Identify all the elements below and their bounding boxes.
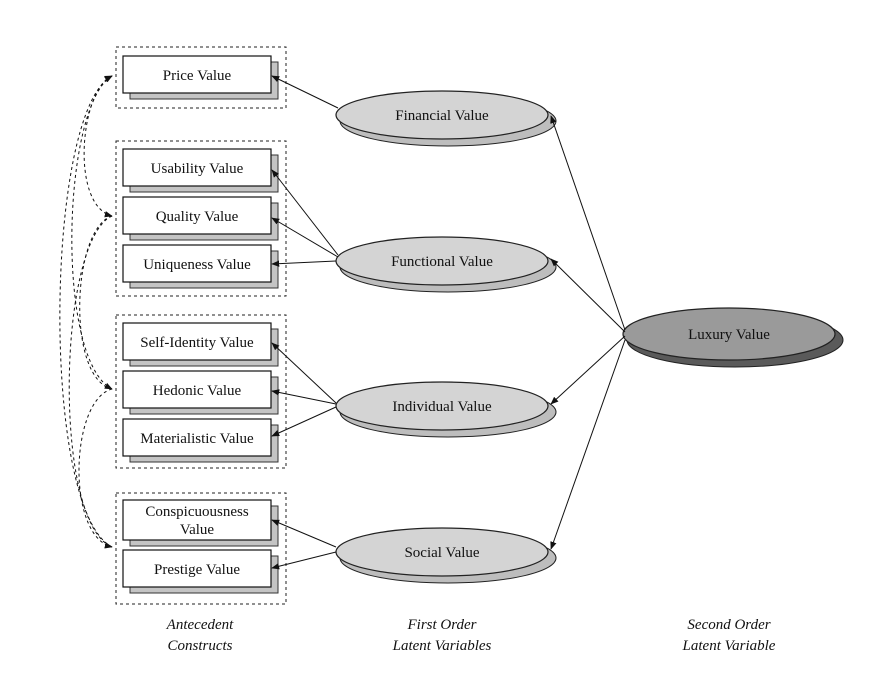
arrow-luxury-functional (550, 258, 626, 333)
construct-materialistic-label: Materialistic Value (140, 431, 254, 447)
caption-second-order-line2: Latent Variable (682, 638, 776, 654)
construct-prestige-label: Prestige Value (154, 562, 240, 578)
arrow-luxury-individual (550, 335, 626, 405)
arrow-individual-hedonic (271, 389, 337, 405)
construct-price: Price Value (122, 55, 279, 100)
arrow-functional-usability (271, 169, 339, 256)
corr-quality-social (68, 215, 113, 548)
latent-social: Social Value (335, 527, 557, 584)
latent-luxury-label: Luxury Value (688, 327, 770, 343)
latent-functional: Functional Value (335, 236, 557, 293)
group-frame-functional (115, 140, 287, 297)
group-frame-social (115, 492, 287, 605)
arrow-individual-self-identity (271, 342, 337, 404)
latent-financial: Financial Value (335, 90, 557, 147)
construct-conspicuousness-label-line1: Conspicuousness (145, 504, 249, 520)
corr-hedonic-social (78, 388, 113, 549)
arrow-social-prestige (271, 551, 337, 570)
caption-second-order-line1: Second Order (687, 617, 770, 633)
arrow-luxury-social (550, 339, 626, 550)
construct-hedonic-label: Hedonic Value (153, 383, 242, 399)
construct-self-identity: Self-Identity Value (122, 322, 279, 367)
construct-usability-label: Usability Value (151, 161, 244, 177)
caption-antecedent-line1: Antecedent (166, 617, 234, 633)
construct-materialistic: Materialistic Value (122, 418, 279, 463)
construct-price-label: Price Value (163, 68, 232, 84)
corr-quality-hedonic (79, 215, 113, 390)
construct-conspicuousness: Conspicuousness Value (122, 499, 279, 547)
construct-conspicuousness-label-line2: Value (180, 522, 214, 538)
arrow-individual-materialistic (271, 406, 337, 437)
caption-first-order-line2: Latent Variables (392, 638, 492, 654)
arrow-functional-uniqueness (271, 260, 337, 267)
caption-antecedent-line2: Constructs (167, 638, 232, 654)
construct-arrows (271, 75, 339, 570)
caption-first-order-line1: First Order (406, 617, 476, 633)
latent-social-label: Social Value (404, 545, 479, 561)
construct-hedonic: Hedonic Value (122, 370, 279, 415)
construct-usability: Usability Value (122, 148, 279, 193)
latent-functional-label: Functional Value (391, 254, 493, 270)
construct-quality: Quality Value (122, 196, 279, 241)
arrow-luxury-financial (550, 115, 626, 331)
latent-financial-label: Financial Value (395, 108, 489, 124)
arrow-financial-price (271, 75, 339, 109)
construct-quality-label: Quality Value (156, 209, 239, 225)
construct-uniqueness: Uniqueness Value (122, 244, 279, 289)
correlation-arrows (59, 75, 113, 549)
corr-price-hedonic (71, 75, 113, 390)
corr-price-quality (83, 75, 113, 218)
group-frame-financial (115, 46, 287, 109)
construct-self-identity-label: Self-Identity Value (140, 335, 254, 351)
arrow-functional-quality (271, 217, 339, 258)
arrow-social-conspicuousness (271, 519, 337, 548)
construct-uniqueness-label: Uniqueness Value (143, 257, 251, 273)
latent-individual-label: Individual Value (392, 399, 492, 415)
group-frame-individual (115, 314, 287, 469)
latent-individual: Individual Value (335, 381, 557, 438)
latent-arrows (550, 115, 626, 550)
latent-luxury: Luxury Value (622, 307, 844, 368)
corr-price-social (59, 75, 113, 548)
construct-prestige: Prestige Value (122, 549, 279, 594)
